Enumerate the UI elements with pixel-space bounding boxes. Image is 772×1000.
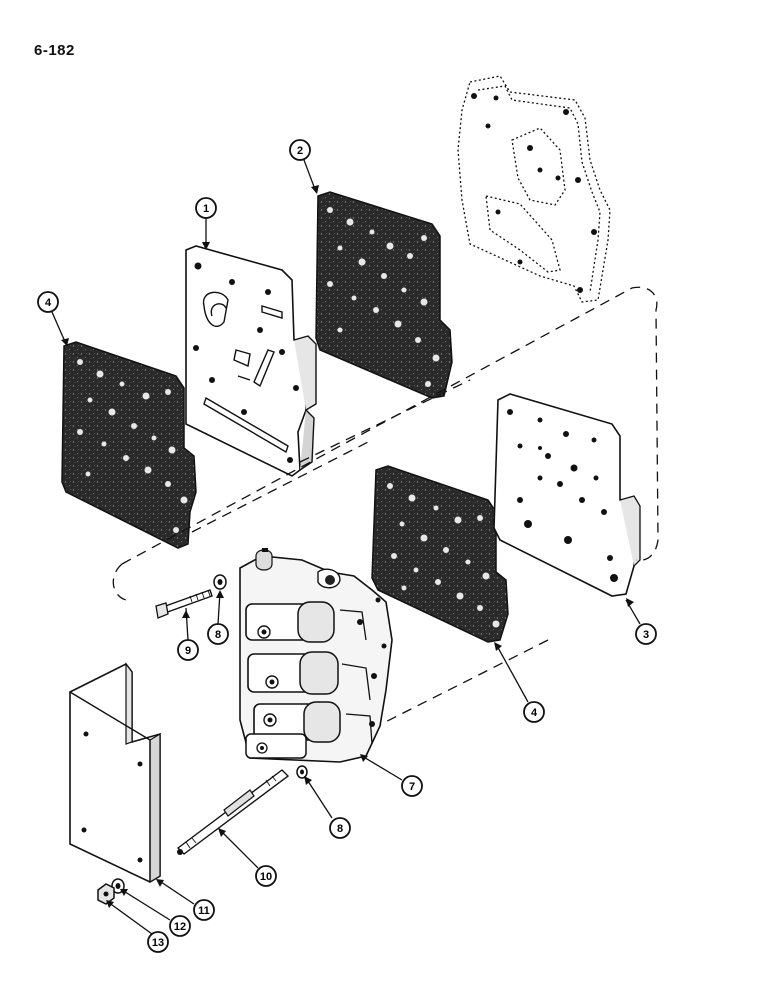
stud (176, 769, 290, 855)
callout-label: 8 (337, 823, 343, 835)
gasket-upper (315, 191, 453, 399)
callout-12: 12 (169, 915, 191, 937)
callout-label: 3 (643, 629, 649, 641)
callout-label: 2 (297, 145, 303, 157)
callout-label: 10 (260, 871, 272, 883)
callout-8-lower: 8 (329, 817, 351, 839)
callout-label: 13 (152, 937, 164, 949)
callout-7: 7 (401, 775, 423, 797)
callout-label: 8 (215, 629, 221, 641)
callout-label: 11 (198, 905, 210, 917)
page-number: 6-182 (34, 42, 75, 59)
callout-9: 9 (177, 639, 199, 661)
callout-3: 3 (635, 623, 657, 645)
callout-13: 13 (147, 931, 169, 953)
callout-1: 1 (195, 197, 217, 219)
washer-upper (213, 574, 227, 590)
callout-2: 2 (289, 139, 311, 161)
nut (97, 883, 115, 905)
callout-label: 7 (409, 781, 415, 793)
washer-lower (296, 765, 308, 779)
solenoid-1 (245, 601, 335, 643)
callout-label: 1 (203, 203, 209, 215)
solenoid-4 (245, 733, 307, 759)
callout-label: 4 (45, 297, 52, 309)
valve-body (239, 548, 393, 763)
separator-plate (185, 245, 317, 477)
callout-4-left: 4 (37, 291, 59, 313)
callout-label: 12 (174, 921, 186, 933)
callout-label: 4 (531, 707, 538, 719)
solenoid-2 (247, 651, 339, 695)
bolt (155, 589, 213, 619)
valve-plate (493, 393, 641, 597)
callout-label: 9 (185, 645, 191, 657)
callout-4-right: 4 (523, 701, 545, 723)
callout-8-upper: 8 (207, 623, 229, 645)
gasket-left (61, 341, 197, 549)
callout-11: 11 (193, 899, 215, 921)
housing-bolt-holes (471, 93, 597, 293)
gasket-right (371, 465, 509, 643)
leader-arrowheads (61, 185, 634, 908)
callout-10: 10 (255, 865, 277, 887)
housing-outline-dotted (457, 75, 611, 303)
cover-shield (69, 662, 161, 884)
